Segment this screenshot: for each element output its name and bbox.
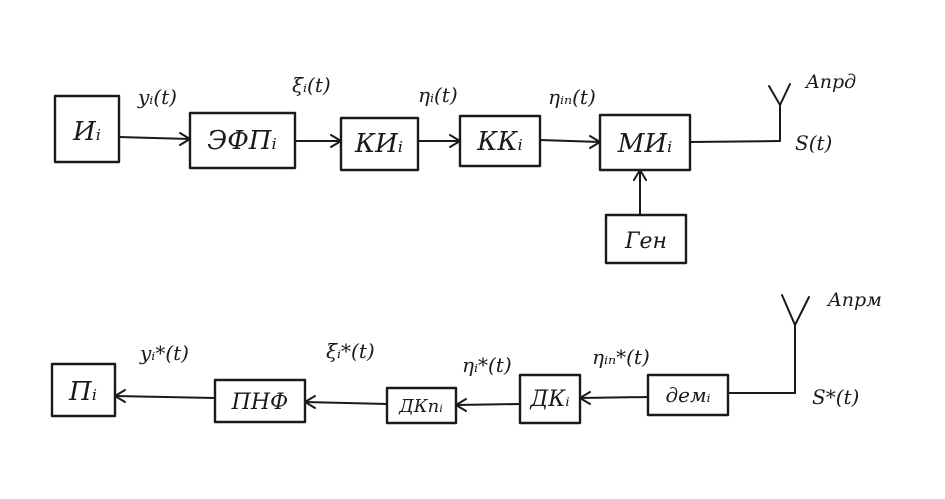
efp-block-label: ЭФПᵢ bbox=[207, 126, 276, 156]
arrow-dkp-to-pnf bbox=[304, 401, 388, 405]
rx-antenna-icon bbox=[781, 294, 810, 328]
arrow-dk-to-dkp bbox=[455, 403, 521, 406]
line-mi-to-antenna bbox=[689, 140, 781, 143]
dk-block-label: ДКᵢ bbox=[529, 387, 569, 412]
source-block-label: Иᵢ bbox=[72, 117, 101, 147]
arrowhead-efp bbox=[179, 132, 191, 146]
tx-antenna-label: Aпрд bbox=[804, 71, 856, 93]
signal-xi-star-label: ξᵢ*(t) bbox=[326, 339, 375, 363]
arrow-pnf-to-sink bbox=[114, 395, 216, 399]
arrowhead-kk bbox=[449, 134, 461, 148]
signal-eta-n-label: ηᵢₙ(t) bbox=[548, 85, 596, 109]
arrow-source-to-efp bbox=[118, 136, 191, 140]
arrowhead-dkp bbox=[455, 398, 467, 412]
arrowhead-dk bbox=[579, 391, 591, 405]
arrowhead-pnf bbox=[304, 395, 316, 409]
signal-y-label: yᵢ(t) bbox=[137, 85, 177, 109]
arrowhead-mi bbox=[589, 135, 601, 149]
signal-s-label: S(t) bbox=[795, 131, 832, 155]
arrowhead-ki bbox=[330, 134, 342, 148]
arrowhead-sink bbox=[114, 389, 126, 403]
signal-xi-label: ξᵢ(t) bbox=[292, 73, 331, 97]
generator-block-label: Ген bbox=[624, 229, 667, 254]
dkp-block-label: ДКпᵢ bbox=[398, 396, 443, 417]
signal-eta-label: ηᵢ(t) bbox=[418, 83, 458, 107]
arrowhead-mi-from-generator bbox=[633, 169, 647, 181]
signal-eta-star-label: ηᵢ*(t) bbox=[462, 353, 512, 377]
dem-block-label: демᵢ bbox=[665, 383, 710, 407]
pnf-block-label: ПНФ bbox=[231, 390, 289, 415]
sink-block bbox=[50, 362, 117, 418]
dem-block bbox=[646, 373, 730, 417]
source-block bbox=[53, 94, 121, 164]
tx-antenna-icon bbox=[768, 83, 791, 108]
signal-eta-n-star-label: ηᵢₙ*(t) bbox=[592, 345, 650, 369]
kk-block-label: ККᵢ bbox=[476, 127, 522, 157]
rx-antenna-label: Aпрм bbox=[826, 289, 882, 311]
signal-y-star-label: yᵢ*(t) bbox=[139, 341, 189, 365]
mi-block-label: МИᵢ bbox=[617, 129, 673, 159]
generator-block bbox=[604, 213, 688, 265]
signal-s-star-label: S*(t) bbox=[812, 385, 859, 409]
sink-block-label: Пᵢ bbox=[68, 377, 97, 407]
ki-block-label: КИᵢ bbox=[354, 129, 403, 159]
arrow-dem-to-dk bbox=[579, 396, 649, 399]
ki-block bbox=[339, 116, 420, 172]
arrow-kk-to-mi bbox=[539, 139, 601, 143]
